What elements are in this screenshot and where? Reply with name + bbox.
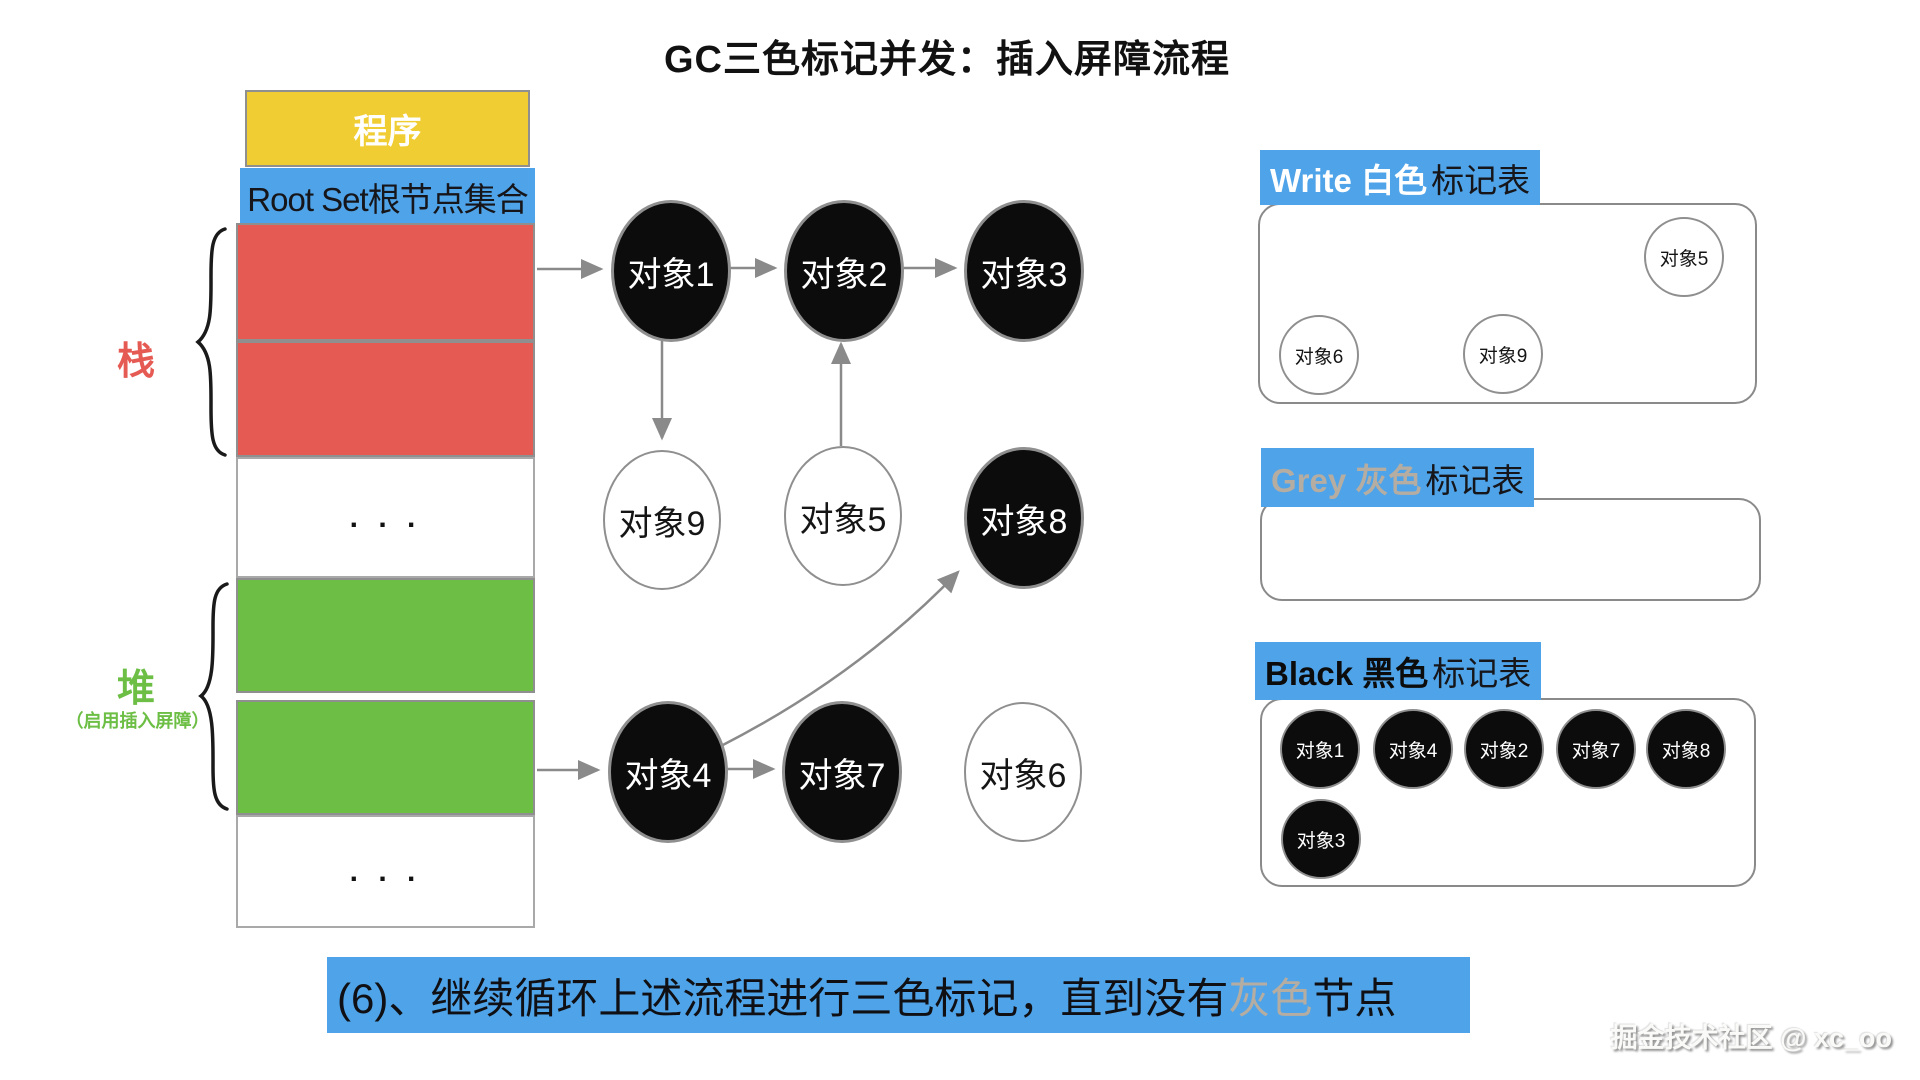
heap-brace: [198, 582, 229, 811]
ellipsis-text: . . .: [349, 854, 422, 888]
heap-label: 堆: [116, 668, 155, 710]
black-table-title-highlight: Black 黑色: [1265, 655, 1429, 692]
root-set-box: Root Set根节点集合: [240, 168, 535, 225]
graph-node-obj3: 对象3: [964, 200, 1084, 342]
white-table-title: Write 白色标记表: [1260, 150, 1541, 205]
black-table-title: Black 黑色标记表: [1255, 642, 1542, 700]
graph-node-obj4: 对象4: [608, 701, 728, 843]
grey-table-title-highlight: Grey 灰色: [1271, 461, 1422, 499]
graph-node-obj1: 对象1: [611, 200, 731, 342]
watermark: 掘金技术社区 @ xc_oo: [1610, 1023, 1892, 1053]
graph-node-obj2: 对象2: [784, 200, 904, 342]
caption-grey-word: 灰色: [1228, 974, 1313, 1022]
stack-slot-2: [236, 341, 535, 457]
heap-slot-2: [236, 700, 535, 815]
graph-node-obj6: 对象6: [964, 702, 1082, 842]
white-table-title-rest: 标记表: [1431, 161, 1531, 199]
heap-insert-barrier-note: （启用插入屏障）: [65, 711, 210, 731]
ellipsis-text: . . .: [349, 500, 422, 534]
black-table-title-rest: 标记表: [1432, 655, 1532, 692]
white-table-title-highlight: Write 白色: [1270, 161, 1428, 199]
graph-node-obj8: 对象8: [964, 447, 1084, 589]
step-caption: (6)、继续循环上述流程进行三色标记，直到没有灰色节点: [327, 957, 1470, 1033]
graph-node-obj5: 对象5: [784, 446, 902, 586]
white-table-item-obj9: 对象9: [1463, 314, 1543, 394]
caption-suffix: 节点: [1312, 974, 1397, 1022]
stack-brace: [195, 227, 227, 457]
black-table-item-obj4: 对象4: [1373, 709, 1453, 789]
caption-prefix: (6)、继续循环上述流程进行三色标记，直到没有: [337, 974, 1229, 1022]
black-table-item-obj2: 对象2: [1464, 709, 1544, 789]
stack-ellipsis-slot: . . .: [236, 457, 535, 578]
black-table-item-obj7: 对象7: [1556, 709, 1636, 789]
graph-node-obj9: 对象9: [603, 450, 721, 590]
white-table-item-obj5: 对象5: [1644, 217, 1724, 297]
program-box: 程序: [245, 90, 530, 167]
heap-ellipsis-slot: . . .: [236, 815, 535, 928]
grey-table-box: [1260, 498, 1761, 601]
grey-table-title: Grey 灰色标记表: [1261, 448, 1535, 507]
stack-slot-1: [236, 223, 535, 341]
heap-slot-1: [236, 578, 535, 693]
graph-node-obj7: 对象7: [782, 701, 902, 843]
stack-label: 栈: [116, 341, 155, 383]
page-title: GC三色标记并发：插入屏障流程: [664, 39, 1231, 81]
white-table-item-obj6: 对象6: [1279, 315, 1359, 395]
grey-table-title-rest: 标记表: [1425, 461, 1525, 499]
black-table-item-obj1: 对象1: [1280, 709, 1360, 789]
black-table-item-obj3: 对象3: [1281, 799, 1361, 879]
black-table-item-obj8: 对象8: [1646, 709, 1726, 789]
